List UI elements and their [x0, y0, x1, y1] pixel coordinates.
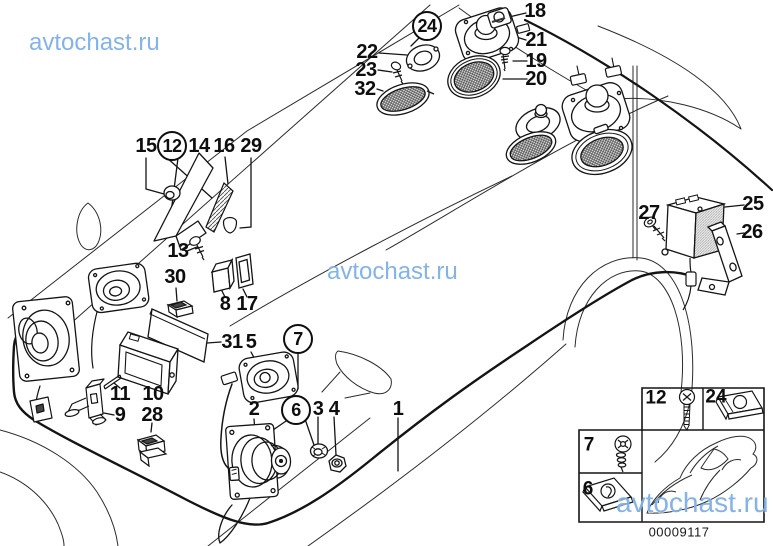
- part-19-screw: [499, 46, 511, 72]
- watermark: avtochast.ru: [29, 29, 160, 56]
- part-14-tweeter-bracket: [153, 152, 214, 251]
- part-26-bracket: [697, 221, 743, 296]
- part-5-speaker: [238, 351, 299, 404]
- part-32-grille: [376, 82, 435, 116]
- part-10-console-box: [117, 331, 179, 395]
- callout-21: 21: [525, 29, 547, 51]
- part-15-grommet: [163, 185, 181, 201]
- watermark: avtochast.ru: [327, 258, 458, 285]
- rear-shelf-tweeter-pair: [505, 103, 561, 165]
- inset-box: [578, 387, 765, 523]
- rear-shelf-midrange-pair: [561, 82, 633, 176]
- inset-car-sketch: [646, 435, 758, 514]
- callout-8: 8: [219, 293, 231, 315]
- callout-29: 29: [240, 135, 262, 157]
- callout-4: 4: [328, 398, 340, 420]
- front-door-speaker: [12, 296, 80, 382]
- inset-clip-small-icon: [582, 477, 634, 513]
- callout-12: 12: [157, 131, 187, 161]
- callout-1: 1: [392, 398, 404, 420]
- part-27-screw: [643, 216, 666, 242]
- part-17-frame: [235, 253, 254, 289]
- part-16-pad: [205, 181, 234, 233]
- document-number: 00009117: [648, 524, 710, 540]
- part-11-pin: [103, 374, 122, 390]
- part-21-midrange-speaker: [454, 7, 520, 63]
- part-30-clip: [166, 300, 194, 319]
- callout-11: 11: [109, 383, 131, 405]
- callout-17: 17: [236, 293, 258, 315]
- callout-15: 15: [135, 135, 157, 157]
- inset-label-24: 24: [705, 386, 727, 408]
- callout-3: 3: [312, 398, 324, 420]
- part-3-washer: [309, 443, 329, 459]
- callout-31: 31: [221, 331, 243, 353]
- watermark: avtochast.ru: [616, 487, 769, 518]
- callout-13: 13: [167, 240, 189, 262]
- part-23-screw: [390, 61, 404, 85]
- callout-18: 18: [524, 0, 546, 22]
- callout-9: 9: [114, 404, 126, 426]
- callout-6: 6: [281, 395, 311, 425]
- wiring-harness: [12, 18, 773, 544]
- inset-label-6: 6: [582, 478, 594, 500]
- callout-28: 28: [141, 404, 163, 426]
- inset-label-12: 12: [645, 387, 667, 409]
- part-8-connector: [210, 257, 235, 293]
- inset-clip-large-icon: [715, 390, 764, 421]
- callout-23: 23: [355, 59, 377, 81]
- part-22-24-tweeter-ring: [405, 44, 441, 72]
- part-4-nut: [328, 454, 347, 473]
- callout-27: 27: [638, 202, 660, 224]
- part-31-cover-panel: [147, 308, 209, 363]
- callout-24: 24: [412, 11, 442, 41]
- part-13-screw: [189, 236, 205, 261]
- part-20-grille: [447, 55, 501, 99]
- inset-screw-short-icon: [614, 435, 632, 473]
- part-9-bracket: [29, 378, 107, 426]
- part-28-clip: [136, 434, 168, 468]
- callout-7: 7: [283, 324, 313, 354]
- callout-25: 25: [742, 193, 764, 215]
- callout-16: 16: [213, 135, 235, 157]
- callout-2: 2: [248, 398, 260, 420]
- part-18-clip: [487, 7, 512, 29]
- callout-10: 10: [142, 383, 164, 405]
- part-2-woofer: [225, 423, 292, 500]
- part-29-cap: [222, 216, 238, 234]
- callout-14: 14: [188, 135, 210, 157]
- inset-label-7: 7: [583, 434, 595, 456]
- inset-screw-long-icon: [678, 388, 696, 432]
- callout-19: 19: [525, 50, 547, 72]
- callout-32: 32: [354, 78, 376, 100]
- front-speaker-plate: [87, 262, 150, 314]
- callout-20: 20: [525, 68, 547, 90]
- callout-30: 30: [164, 266, 186, 288]
- part-21-connector: [516, 23, 531, 34]
- callout-26: 26: [741, 221, 763, 243]
- callout-5: 5: [245, 331, 257, 353]
- callout-22: 22: [356, 41, 378, 63]
